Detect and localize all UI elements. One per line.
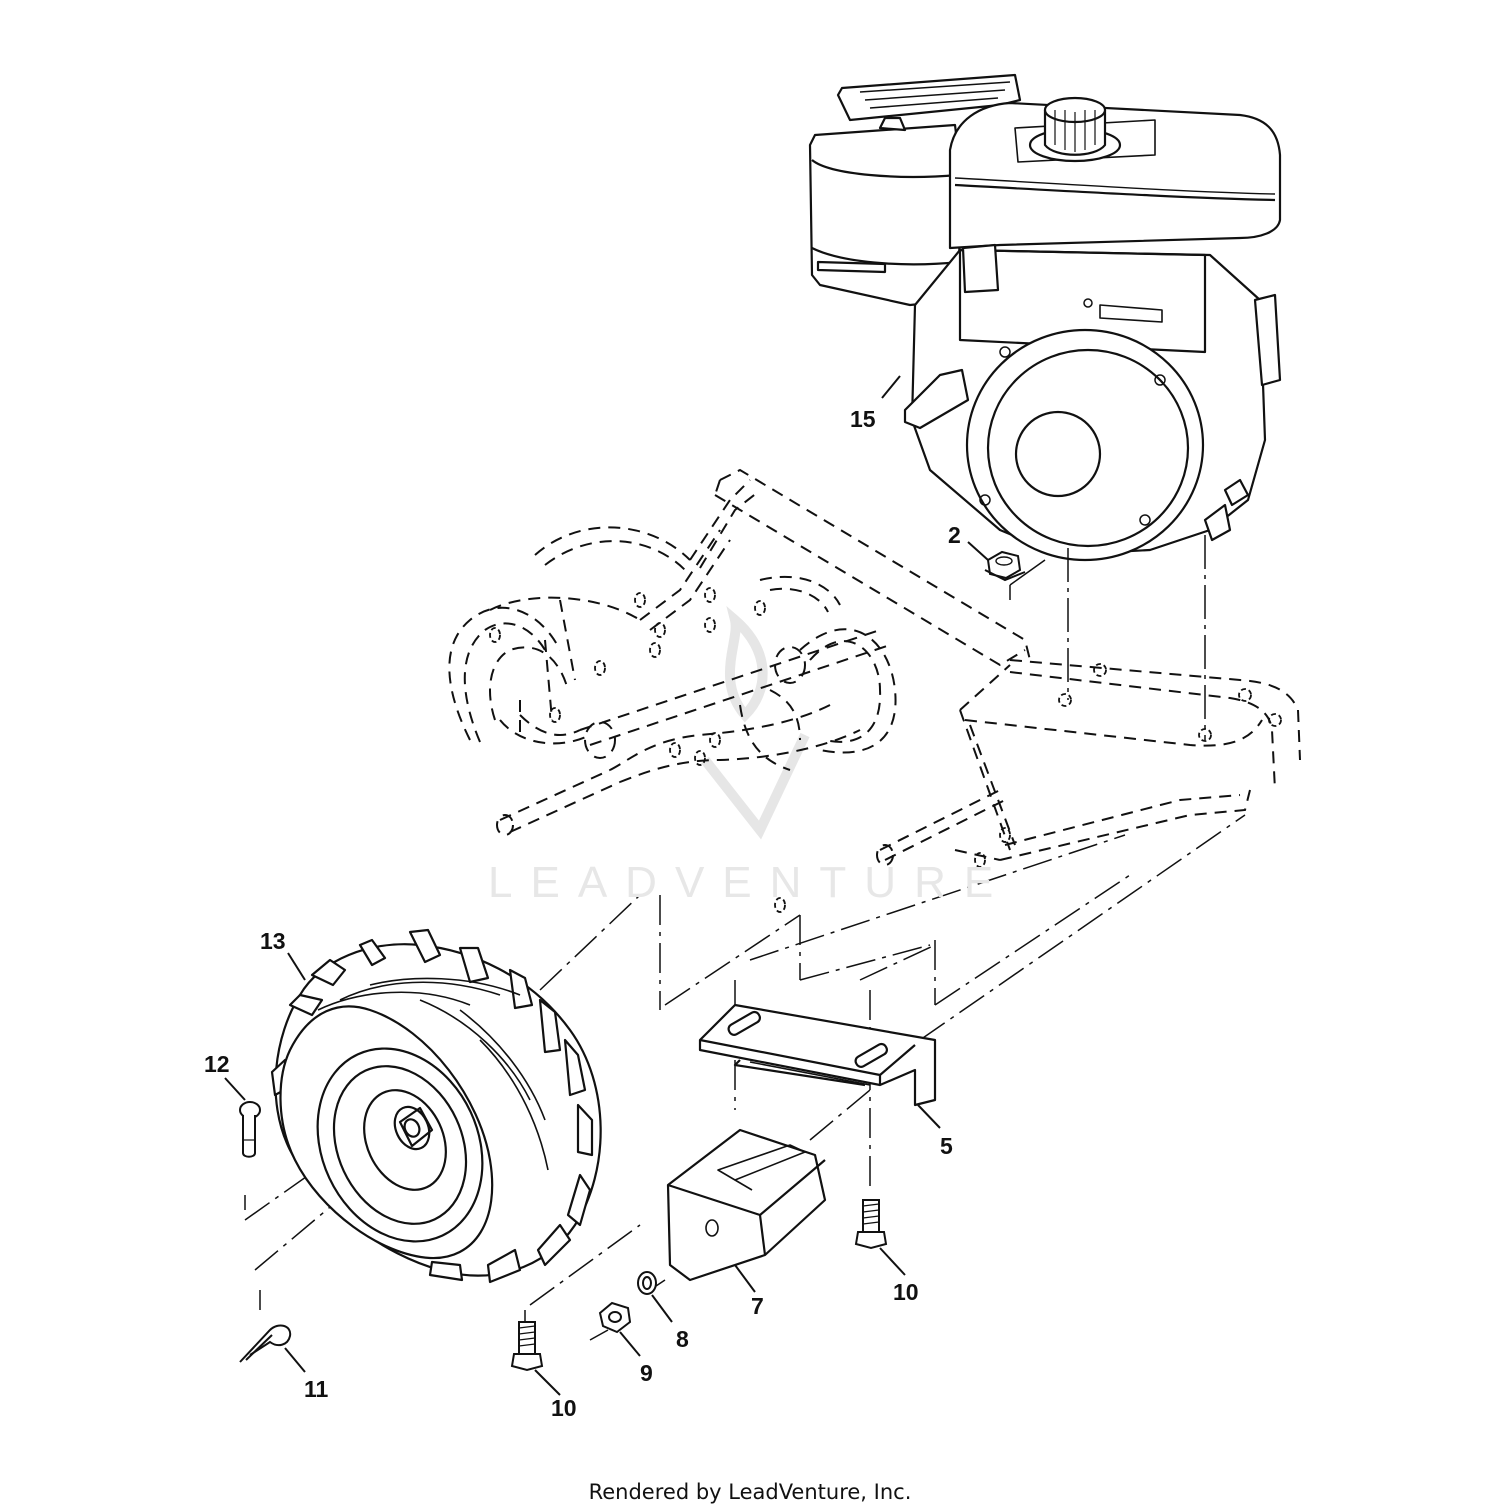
callout-9: 9 [640,1360,653,1386]
leader-15 [881,375,901,399]
leader-7 [734,1264,756,1293]
wheel [270,928,602,1284]
hex-bolt-lower [510,1321,544,1372]
callout-10-lower: 10 [551,1395,577,1421]
mounting-bracket [698,1003,937,1107]
callout-13: 13 [260,928,286,954]
callout-10-right: 10 [893,1279,919,1305]
leader-10-right [879,1247,906,1276]
engine-mount-centerlines [1067,535,1206,740]
flange-nut [984,550,1046,600]
leader-2 [967,541,989,561]
callout-15: 15 [850,406,876,432]
callout-12: 12 [204,1051,230,1077]
frame-bolt-holes [489,587,1282,913]
hex-nut [598,1301,632,1334]
callout-8: 8 [676,1326,689,1352]
clevis-pin [239,1101,261,1158]
leader-12 [224,1077,246,1101]
leader-10-lower [534,1369,561,1396]
hairpin-clip [239,1324,292,1363]
hex-bolt-right [854,1199,888,1250]
leader-11 [284,1347,306,1373]
leader-8 [651,1294,673,1323]
watermark-logo [701,606,810,840]
watermark-text: LEADVENTURE [488,858,1012,907]
leader-9 [619,1331,641,1357]
callout-7: 7 [751,1293,764,1319]
leader-5 [917,1104,941,1129]
leader-13 [287,952,306,981]
weight-block [666,1128,827,1282]
callout-2: 2 [948,522,961,548]
callout-11: 11 [304,1376,329,1402]
lock-washer [637,1271,657,1295]
tiller-frame [448,468,1301,866]
engine [808,73,1282,562]
callout-5: 5 [940,1133,953,1159]
footer-credit: Rendered by LeadVenture, Inc. [588,1480,912,1504]
